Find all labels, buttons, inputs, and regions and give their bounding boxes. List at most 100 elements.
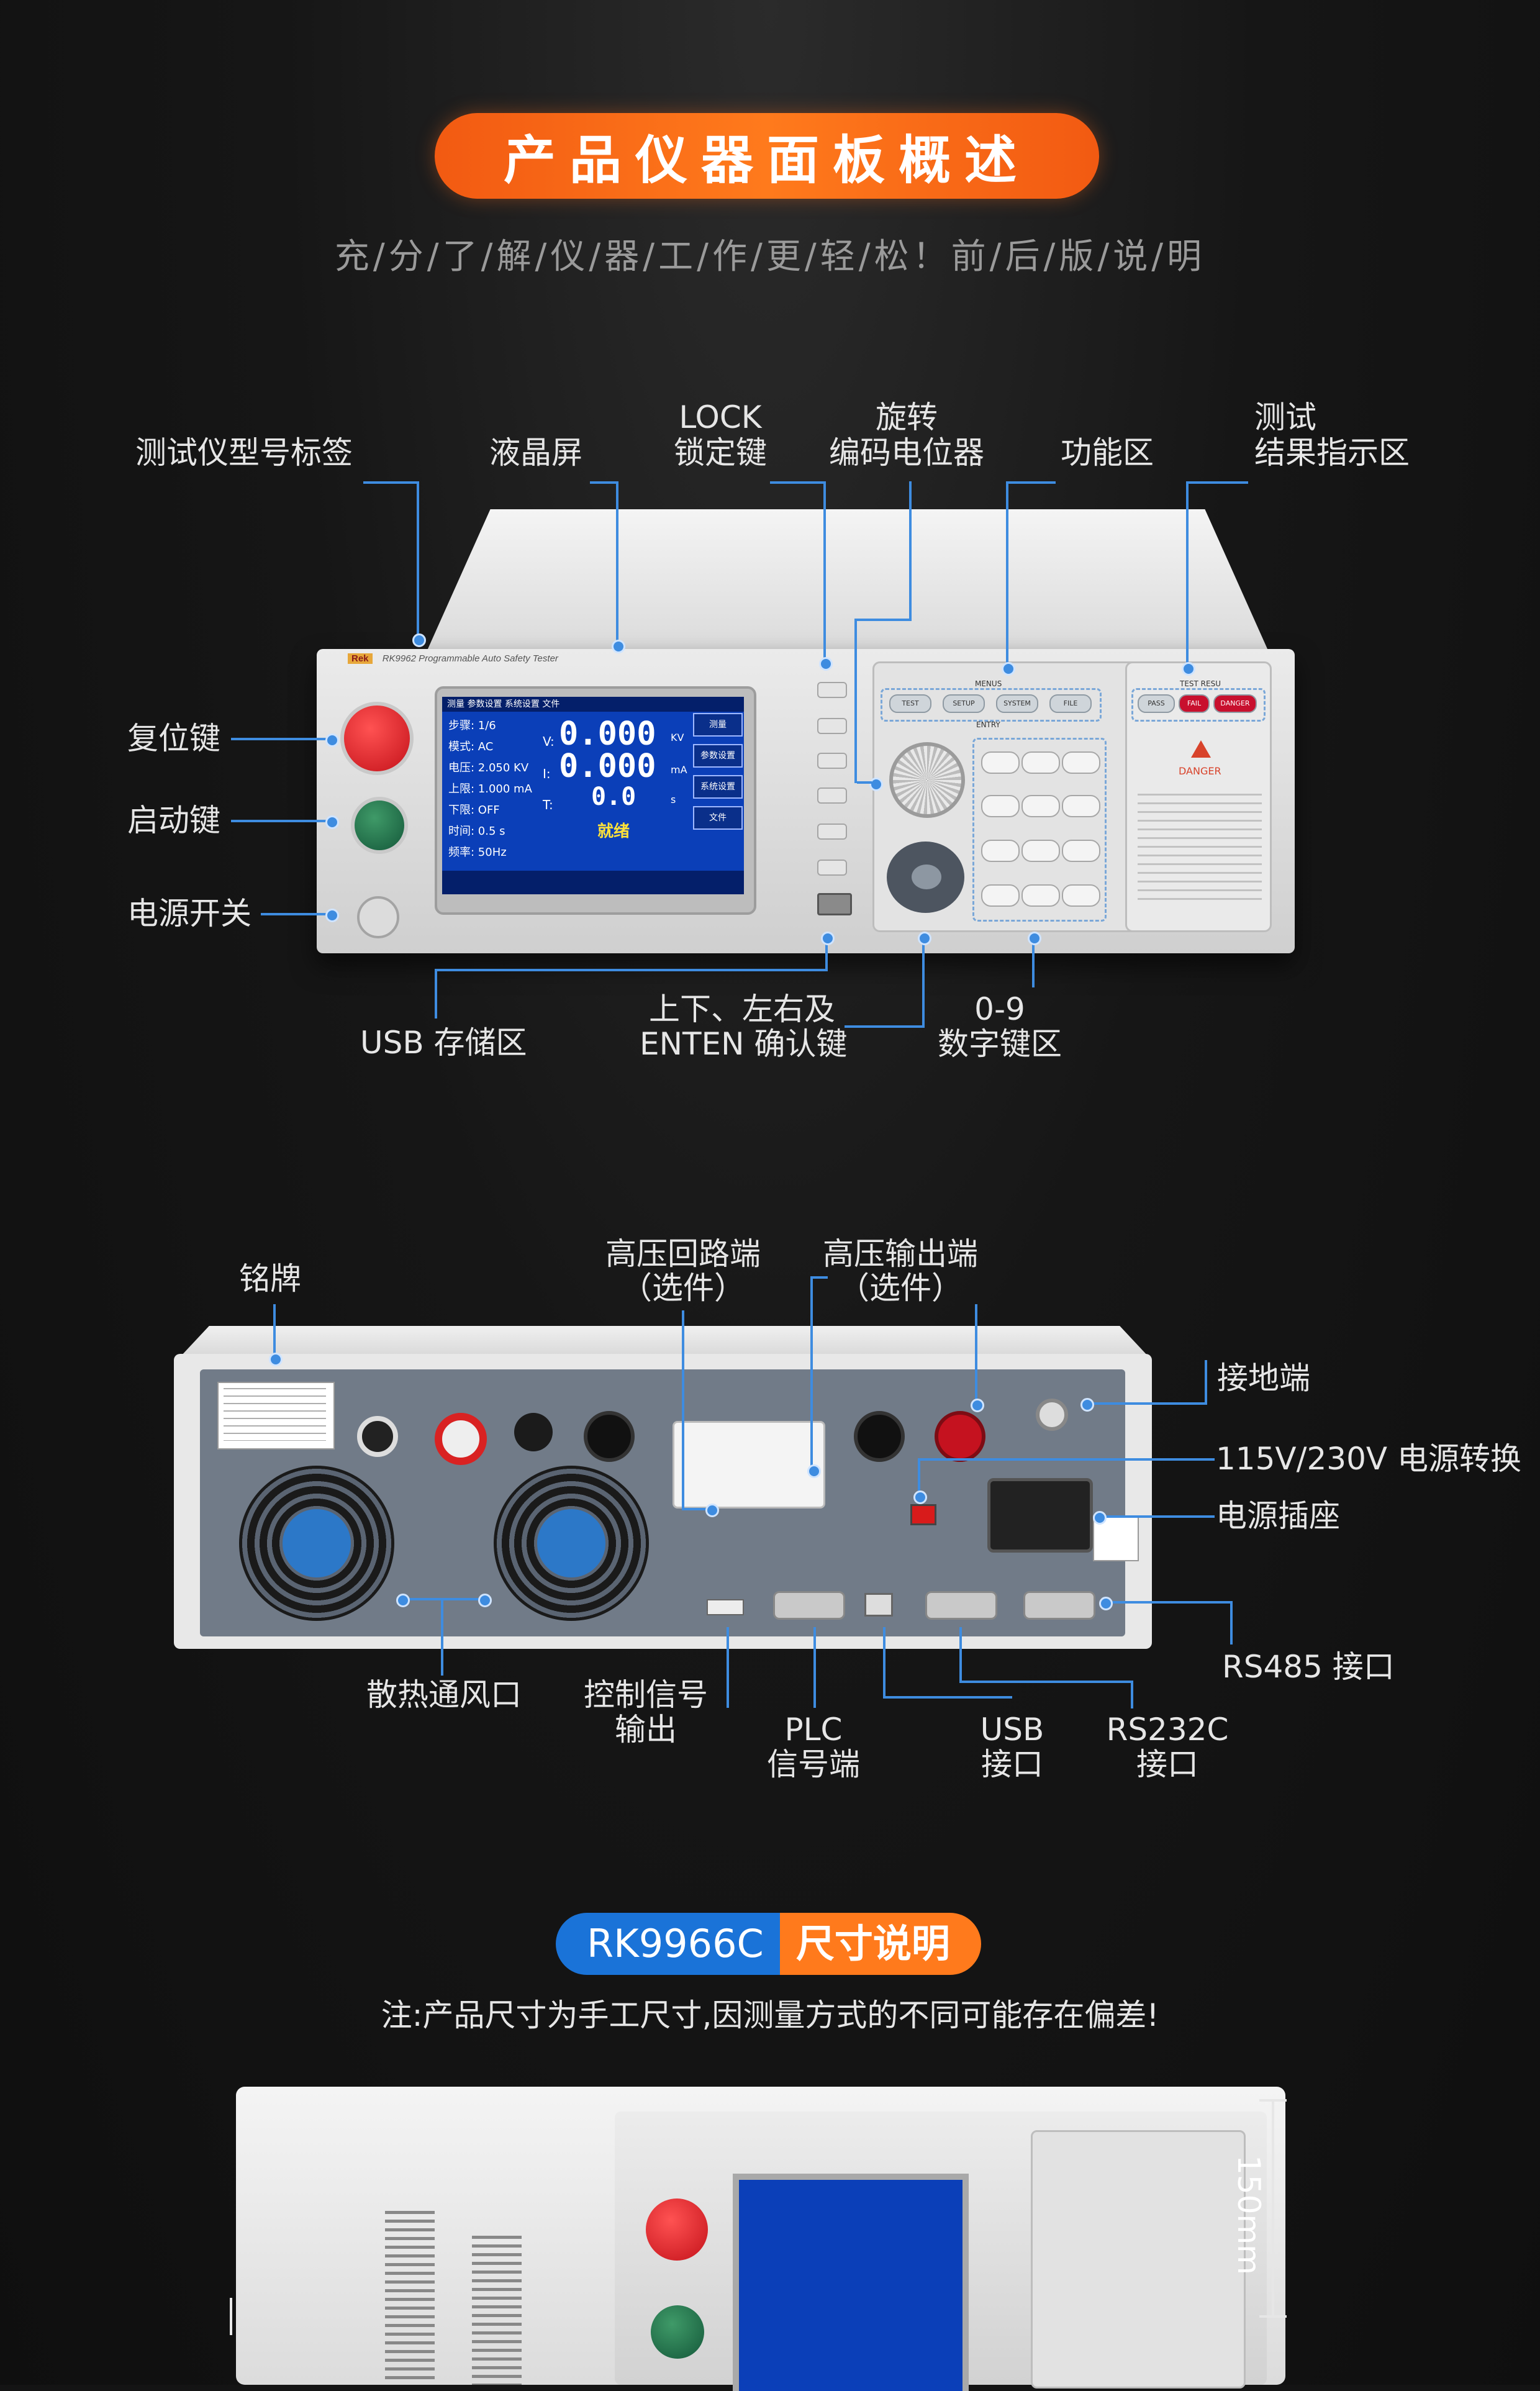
numeric-key[interactable] (981, 840, 1020, 862)
leader-line (845, 1025, 925, 1028)
menus-group (881, 688, 1102, 722)
voltage-unit: KV (671, 732, 684, 743)
leader-dot (821, 932, 835, 945)
live-port[interactable] (935, 1411, 985, 1462)
leader-dot (1080, 1398, 1094, 1412)
power-switch[interactable] (357, 896, 399, 938)
leader-dot (478, 1594, 492, 1607)
menu-test[interactable]: TEST (889, 694, 931, 713)
numeric-key[interactable] (981, 751, 1020, 774)
label-start: 启动键 (127, 802, 220, 838)
status-text: 就绪 (597, 822, 630, 841)
rotary-encoder[interactable] (889, 742, 965, 818)
sl-port[interactable] (707, 1599, 744, 1615)
model-line: RK9962 Programmable Auto Safety Tester (382, 653, 558, 664)
label-encoder-1: 旋转 (876, 399, 938, 435)
nameplate-text (224, 1388, 326, 1441)
page-subtitle: 充/分/了/解/仪/器/工/作/更/轻/松！前/后/版/说/明 (334, 237, 1206, 277)
softkey-1[interactable] (817, 718, 847, 734)
reset-button[interactable] (340, 702, 414, 775)
voltage-switch[interactable] (910, 1504, 936, 1525)
leader-dot (1002, 662, 1015, 676)
leader-dot (1182, 662, 1195, 676)
leader-dot (325, 909, 339, 922)
lcd-screen: 测量 参数设置 系统设置 文件 步骤: 1/6 模式: AC 电压: 2.050… (442, 697, 744, 894)
leader-line (922, 938, 925, 1028)
label-encoder-2: 编码电位器 (829, 435, 984, 471)
label-voltage-switch: 115V/230V 电源转换 (1216, 1441, 1522, 1477)
numeric-key[interactable] (981, 795, 1020, 817)
leader-dot (325, 733, 339, 747)
leader-line (441, 1598, 443, 1676)
dimension-note: 注:产品尺寸为手工尺寸,因测量方式的不同可能存在偏差! (381, 1997, 1159, 2033)
lock-key[interactable] (817, 682, 847, 698)
menu-file[interactable]: FILE (1049, 694, 1092, 713)
fan-hub (283, 1509, 351, 1577)
leader-line (682, 1508, 710, 1510)
leader-line (363, 481, 419, 484)
dimension-line (1272, 2099, 1274, 2316)
leader-dot (1028, 932, 1041, 945)
menu-system[interactable]: SYSTEM (996, 694, 1038, 713)
numeric-key[interactable] (1062, 795, 1100, 817)
numeric-key[interactable] (1021, 795, 1060, 817)
leader-line (1230, 1601, 1233, 1645)
label-result-2: 结果指示区 (1254, 435, 1410, 471)
label-plc-1: PLC (784, 1712, 843, 1748)
leader-line (1032, 938, 1035, 987)
start-button[interactable] (351, 797, 408, 854)
numeric-key[interactable] (981, 884, 1020, 907)
numeric-key[interactable] (1062, 840, 1100, 862)
leader-dot (269, 1353, 283, 1366)
screen-row: 上限: 1.000 mA (448, 783, 532, 796)
ac-outlet[interactable] (673, 1421, 825, 1509)
label-fans: 散热通风口 (366, 1677, 522, 1713)
rs232-port[interactable] (925, 1591, 997, 1620)
hv-return-jack[interactable] (357, 1416, 398, 1457)
label-hv-out-1: 高压输出端 (823, 1236, 978, 1272)
pass-indicator: PASS (1138, 694, 1175, 713)
handler-port[interactable] (773, 1591, 845, 1620)
leader-line (770, 481, 826, 484)
dimension-keypad (1031, 2130, 1246, 2389)
softkey-2[interactable] (817, 753, 847, 769)
softkey-5[interactable] (817, 860, 847, 876)
leader-line (231, 738, 330, 740)
fan-hub (537, 1509, 605, 1577)
label-num-1: 0-9 (974, 991, 1025, 1027)
numeric-key[interactable] (1062, 884, 1100, 907)
leader-line (1090, 1402, 1207, 1405)
rs485-port[interactable] (1023, 1591, 1095, 1620)
label-lcd: 液晶屏 (489, 435, 582, 471)
dimension-height: 150mm (1231, 2155, 1267, 2275)
numeric-key[interactable] (1062, 751, 1100, 774)
leader-line (823, 481, 826, 661)
numeric-key[interactable] (1021, 751, 1060, 774)
ground-terminal[interactable] (1036, 1399, 1068, 1431)
start-button (651, 2305, 704, 2359)
usb-port[interactable] (817, 893, 852, 915)
hv-sampling-port[interactable] (514, 1413, 553, 1451)
hv-output-jack[interactable] (435, 1413, 487, 1465)
time-unit: s (671, 794, 676, 805)
softkey-3[interactable] (817, 787, 847, 804)
entry-title: ENTRY (976, 720, 1000, 729)
page-title: 产品仪器面板概述 (435, 113, 1099, 199)
menu-setup[interactable]: SETUP (943, 694, 985, 713)
leader-dot (1093, 1511, 1107, 1525)
usb-b-port[interactable] (864, 1593, 893, 1617)
numeric-key[interactable] (1021, 840, 1060, 862)
screen-tabs: 测量 参数设置 系统设置 文件 (442, 697, 744, 712)
neutral-port[interactable] (854, 1411, 905, 1462)
enter-key[interactable] (912, 864, 941, 889)
dimension-line (1259, 2315, 1287, 2318)
label-lock-1: LOCK (679, 399, 762, 435)
screen-row: 频率: 50Hz (448, 846, 507, 859)
softkey-4[interactable] (817, 823, 847, 840)
power-socket[interactable] (987, 1478, 1093, 1553)
current-output-port[interactable] (584, 1411, 635, 1462)
leader-dot (971, 1399, 984, 1412)
numeric-key[interactable] (1021, 884, 1060, 907)
label-ground: 接地端 (1217, 1360, 1310, 1396)
leader-line (1006, 481, 1056, 484)
